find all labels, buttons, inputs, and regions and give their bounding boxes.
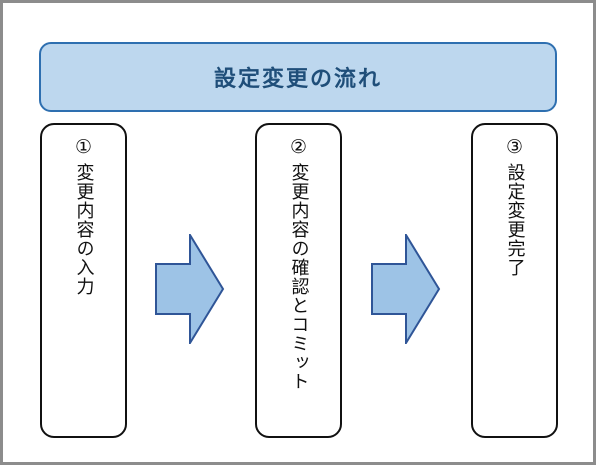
step-label-2: 変更内容の確認とコミット — [288, 163, 310, 391]
diagram-title: 設定変更の流れ — [213, 67, 382, 92]
step-box-3: ③ 設定変更完了 — [471, 123, 558, 438]
step-box-1: ① 変更内容の入力 — [40, 123, 127, 438]
right-arrow-icon — [371, 234, 441, 344]
step-number-2: ② — [289, 136, 308, 158]
step-label-3: 設定変更完了 — [504, 163, 526, 277]
step-label-1: 変更内容の入力 — [73, 163, 95, 296]
right-arrow-icon — [155, 234, 225, 344]
step-box-2: ② 変更内容の確認とコミット — [255, 123, 342, 438]
title-banner: 設定変更の流れ — [39, 42, 557, 112]
step-number-3: ③ — [505, 136, 524, 158]
step-number-1: ① — [74, 136, 93, 158]
